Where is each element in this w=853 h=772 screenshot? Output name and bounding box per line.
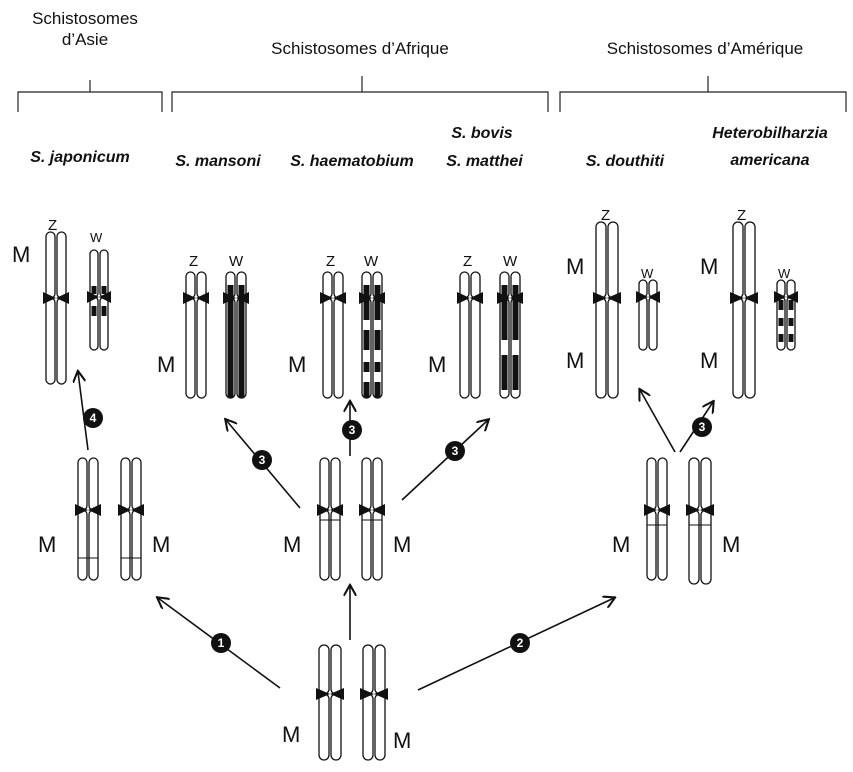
arrow-america-to-douthiti bbox=[640, 390, 676, 453]
z-label-heterobilharzia: Z bbox=[737, 207, 746, 224]
step-badge-3-america: 3 bbox=[692, 417, 712, 437]
species-heterobilharzia-line2: americana bbox=[730, 152, 810, 169]
m-label-mansoni: M bbox=[157, 352, 175, 377]
group-title-asia-line1: Schistosomes bbox=[32, 9, 138, 28]
m-label-asia-ancestor-right: M bbox=[152, 532, 170, 557]
chromosome-america-ancestor-left bbox=[644, 457, 670, 581]
step-badge-3-america-label: 3 bbox=[699, 420, 706, 434]
m-label-bovis: M bbox=[428, 352, 446, 377]
step-badge-4-label: 4 bbox=[90, 411, 97, 425]
chromosome-haematobium-z bbox=[320, 271, 346, 399]
step-badge-2: 2 bbox=[510, 633, 530, 653]
z-label-bovis: Z bbox=[463, 253, 472, 270]
m-label-america-ancestor-left: M bbox=[612, 532, 630, 557]
chromosome-japonicum-w bbox=[87, 249, 111, 351]
chromosome-bovis-w bbox=[497, 271, 523, 399]
chromosome-asia-ancestor-left bbox=[75, 457, 101, 581]
step-badge-2-label: 2 bbox=[517, 636, 524, 650]
step-badge-3-haematobium-label: 3 bbox=[349, 423, 356, 437]
species-heterobilharzia-line1: Heterobilharzia bbox=[712, 125, 828, 142]
chromosome-douthiti-w bbox=[636, 279, 660, 351]
group-title-america: Schistosomes d’Amérique bbox=[606, 39, 804, 58]
w-label-haematobium: W bbox=[364, 253, 379, 270]
step-badge-4: 4 bbox=[83, 408, 103, 428]
chromosome-mansoni-z bbox=[183, 271, 209, 399]
chromosome-mansoni-w bbox=[223, 271, 249, 399]
step-badge-3-bovis: 3 bbox=[445, 441, 465, 461]
chromosome-root-right bbox=[360, 644, 388, 761]
chromosome-africa-ancestor-left bbox=[317, 457, 343, 581]
m-label-asia-ancestor-left: M bbox=[38, 532, 56, 557]
w-label-bovis: W bbox=[503, 253, 518, 270]
chromosome-heterobilharzia-w bbox=[774, 279, 798, 351]
arrow-asia-to-japonicum bbox=[78, 372, 89, 451]
m-label-africa-ancestor-right: M bbox=[393, 532, 411, 557]
z-label-japonicum: Z bbox=[48, 217, 57, 234]
m-label-africa-ancestor-left: M bbox=[283, 532, 301, 557]
chromosome-africa-ancestor-right bbox=[359, 457, 385, 581]
species-matthei: S. matthei bbox=[446, 153, 523, 170]
w-label-heterobilharzia: W bbox=[778, 266, 791, 281]
chromosome-haematobium-w bbox=[359, 271, 385, 399]
chromosome-bovis-z bbox=[457, 271, 483, 399]
chromosome-drawings bbox=[43, 221, 798, 761]
species-heterobilharzia: Heterobilharzia americana bbox=[690, 124, 850, 171]
species-bovis: S. bovis bbox=[451, 125, 513, 142]
brace-america bbox=[559, 76, 847, 112]
species-japonicum: S. japonicum bbox=[30, 149, 130, 166]
m-label-heterobilharzia-lower: M bbox=[700, 348, 718, 373]
step-badge-1-label: 1 bbox=[218, 636, 225, 650]
m-label-america-ancestor-right: M bbox=[722, 532, 740, 557]
w-label-japonicum: W bbox=[90, 230, 103, 245]
group-title-africa: Schistosomes d’Afrique bbox=[271, 39, 449, 58]
species-douthiti: S. douthiti bbox=[585, 153, 665, 170]
m-label-root-right: M bbox=[393, 728, 411, 753]
chromosome-america-ancestor-right bbox=[686, 457, 714, 585]
group-title-asia: Schistosomes d’Asie bbox=[0, 8, 170, 50]
group-title-asia-line2: d’Asie bbox=[61, 30, 109, 49]
z-label-douthiti: Z bbox=[601, 207, 610, 224]
m-label-japonicum: M bbox=[12, 242, 30, 267]
species-mansoni: S. mansoni bbox=[175, 153, 261, 170]
arrow-africa-to-bovis bbox=[401, 420, 488, 501]
species-haematobium: S. haematobium bbox=[290, 153, 414, 170]
chromosome-heterobilharzia-z bbox=[730, 221, 758, 399]
z-label-haematobium: Z bbox=[326, 253, 335, 270]
m-label-haematobium: M bbox=[288, 352, 306, 377]
chromosome-douthiti-z bbox=[593, 221, 621, 399]
chromosome-asia-ancestor-right bbox=[118, 457, 144, 581]
m-label-heterobilharzia-upper: M bbox=[700, 254, 718, 279]
m-label-root-left: M bbox=[282, 722, 300, 747]
chromosome-japonicum-z bbox=[43, 231, 69, 385]
brace-asia bbox=[17, 80, 163, 112]
chromosome-root-left bbox=[316, 644, 344, 761]
step-badge-3-bovis-label: 3 bbox=[452, 444, 459, 458]
step-badge-1: 1 bbox=[211, 633, 231, 653]
step-badge-3-haematobium: 3 bbox=[342, 420, 362, 440]
step-badge-3-mansoni: 3 bbox=[252, 450, 272, 470]
m-label-douthiti-upper: M bbox=[566, 254, 584, 279]
w-label-mansoni: W bbox=[229, 253, 244, 270]
w-label-douthiti: W bbox=[641, 266, 654, 281]
step-badge-3-mansoni-label: 3 bbox=[259, 453, 266, 467]
z-label-mansoni: Z bbox=[189, 253, 198, 270]
m-label-douthiti-lower: M bbox=[566, 348, 584, 373]
brace-africa bbox=[171, 76, 549, 112]
